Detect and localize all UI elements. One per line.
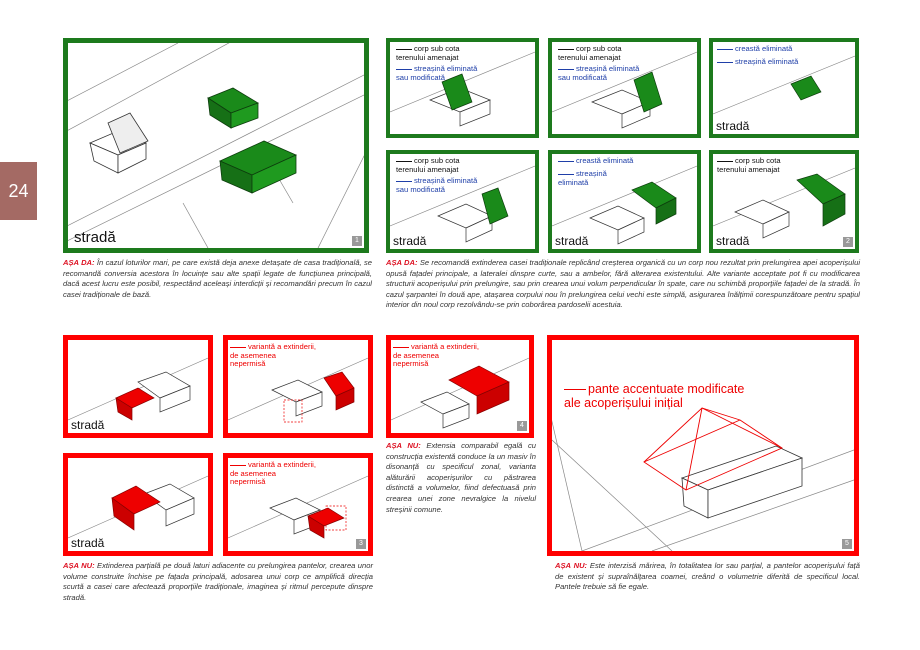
label-streasina-modificata: streașină eliminată sau modificată bbox=[558, 64, 640, 82]
panel-3d-drawing bbox=[228, 475, 368, 539]
label-streasina-eliminata: streașină eliminată bbox=[558, 169, 607, 187]
panel-5: pante accentuate modificate ale acoperiș… bbox=[547, 335, 859, 556]
panel-2c-drawing bbox=[713, 55, 855, 115]
label-corp-sub-cota: corp sub cota terenului amenajat bbox=[396, 156, 460, 174]
label-varianta-nepermisa: variantă a extinderii, de asemenea neper… bbox=[230, 342, 316, 369]
panel-2e: creastă eliminată streașină eliminată st… bbox=[548, 150, 701, 253]
panel-2c: creastă eliminată streașină eliminată st… bbox=[709, 38, 859, 138]
panel-5-drawing bbox=[552, 407, 854, 551]
caption-1: AȘA DA: În cazul loturilor mari, pe care… bbox=[63, 258, 372, 299]
label-pante-accentuate: pante accentuate modificate ale acoperiș… bbox=[564, 382, 745, 410]
panel-4: variantă a extinderii, de asemenea neper… bbox=[386, 335, 534, 438]
panel-2f-drawing bbox=[713, 167, 855, 239]
panel-number: 2 bbox=[843, 237, 853, 247]
street-label: stradă bbox=[555, 234, 589, 248]
label-corp-sub-cota: corp sub cota terenului amenajat bbox=[558, 44, 622, 62]
panel-2d-drawing bbox=[390, 165, 535, 243]
panel-2b: corp sub cota terenului amenajat streași… bbox=[548, 38, 701, 138]
panel-number: 4 bbox=[517, 421, 527, 431]
panel-2f: corp sub cota terenului amenajat stradă … bbox=[709, 150, 859, 253]
label-varianta-nepermisa: variantă a extinderii, de asemenea neper… bbox=[230, 460, 316, 487]
panel-3c-drawing bbox=[68, 475, 208, 539]
panel-2d: corp sub cota terenului amenajat streași… bbox=[386, 150, 539, 253]
page-number: 24 bbox=[8, 180, 29, 201]
street-label: stradă bbox=[393, 234, 427, 248]
street-label: stradă bbox=[716, 234, 750, 248]
caption-2: AȘA DA: Se recomandă extinderea casei tr… bbox=[386, 258, 861, 310]
street-label: stradă bbox=[71, 418, 105, 432]
panel-2b-drawing bbox=[552, 51, 697, 129]
panel-3c: stradă bbox=[63, 453, 213, 556]
panel-3a-drawing bbox=[68, 357, 208, 421]
label-corp-sub-cota: corp sub cota terenului amenajat bbox=[396, 44, 460, 62]
panel-3b-drawing bbox=[228, 357, 368, 423]
label-varianta-nepermisa: variantă a extinderii, de asemenea neper… bbox=[393, 342, 479, 369]
panel-number: 3 bbox=[356, 539, 366, 549]
label-streasina-modificata: streașină eliminată sau modificată bbox=[396, 64, 478, 82]
label-streasina-modificata: streașină eliminată sau modificată bbox=[396, 176, 478, 194]
panel-1-green: stradă 1 bbox=[63, 38, 369, 253]
caption-4: AȘA NU: Extensia comparabil egală cu con… bbox=[386, 441, 536, 514]
page-number-tab: 24 bbox=[0, 162, 37, 220]
caption-5: AȘA NU: Este interzisă mărirea, în total… bbox=[555, 561, 861, 592]
panel-number: 1 bbox=[352, 236, 362, 246]
panel-number: 5 bbox=[842, 539, 852, 549]
panel-2a-drawing bbox=[390, 51, 535, 127]
label-streasina-eliminata: streașină eliminată bbox=[717, 57, 798, 67]
panel-1-drawing bbox=[68, 43, 364, 248]
caption-3: AȘA NU: Extinderea parțială pe două latu… bbox=[63, 561, 373, 602]
panel-2e-drawing bbox=[552, 165, 697, 245]
panel-3d: variantă a extinderii, de asemenea neper… bbox=[223, 453, 373, 556]
panel-3b: variantă a extinderii, de asemenea neper… bbox=[223, 335, 373, 438]
label-creasta-eliminata: creastă eliminată bbox=[717, 44, 792, 54]
label-creasta-eliminata: creastă eliminată bbox=[558, 156, 633, 166]
panel-2a: corp sub cota terenului amenajat streași… bbox=[386, 38, 539, 138]
street-label: stradă bbox=[71, 536, 105, 550]
street-label: stradă bbox=[716, 119, 750, 133]
panel-3a: stradă bbox=[63, 335, 213, 438]
street-label: stradă bbox=[74, 229, 116, 246]
label-corp-sub-cota: corp sub cota terenului amenajat bbox=[717, 156, 781, 174]
panel-4-drawing bbox=[391, 357, 529, 429]
